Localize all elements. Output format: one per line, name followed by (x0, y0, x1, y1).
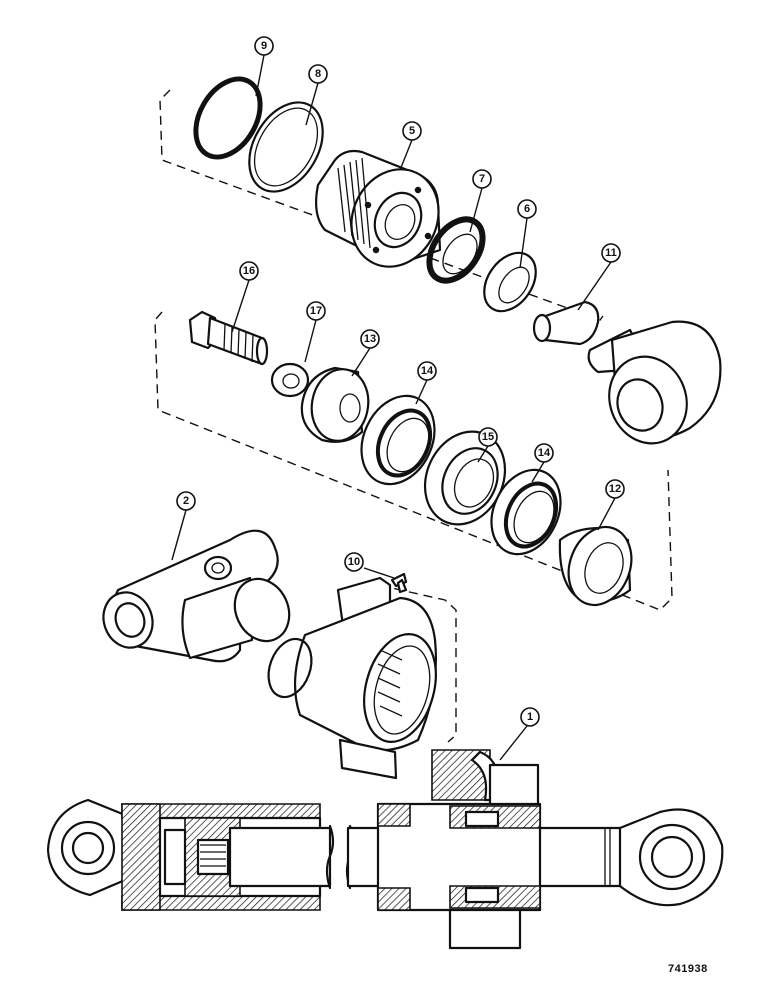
part-12-cup (558, 525, 633, 607)
svg-text:17: 17 (310, 305, 322, 317)
callout-9: 9 (254, 36, 274, 56)
callout-14-upper: 14 (417, 361, 437, 381)
svg-text:11: 11 (605, 247, 617, 259)
part-16-bolt (188, 310, 269, 366)
part-10-set-screw (390, 572, 408, 594)
part-8-backup-ring (248, 101, 324, 193)
callout-11: 11 (601, 243, 621, 263)
dashed-group-outline-middle (154, 311, 673, 611)
svg-text:12: 12 (609, 483, 621, 495)
svg-text:2: 2 (183, 495, 189, 507)
callout-2: 2 (176, 491, 196, 511)
dashed-group-outline-upper (159, 89, 604, 321)
rod-eye-end (608, 320, 722, 445)
svg-text:16: 16 (243, 265, 255, 277)
figure-number: 741938 (668, 963, 708, 975)
svg-text:7: 7 (479, 173, 485, 185)
svg-text:13: 13 (364, 333, 376, 345)
callout-17: 17 (306, 301, 326, 321)
part-6-wiper (483, 251, 537, 313)
callout-6: 6 (517, 199, 537, 219)
svg-text:14: 14 (538, 447, 551, 459)
svg-text:15: 15 (482, 431, 494, 443)
callout-1: 1 (520, 707, 540, 727)
barrel-section (267, 576, 438, 780)
svg-text:8: 8 (315, 68, 321, 80)
callout-8: 8 (308, 64, 328, 84)
callout-7: 7 (472, 169, 492, 189)
callout-15: 15 (478, 427, 498, 447)
svg-text:6: 6 (524, 203, 530, 215)
svg-text:5: 5 (409, 125, 415, 137)
callout-10: 10 (344, 552, 364, 572)
part-15-piston (423, 430, 507, 526)
callout-16: 16 (239, 261, 259, 281)
assembled-cylinder-section (46, 749, 724, 950)
part-5-gland (315, 149, 442, 268)
dashed-group-outline-lower (364, 581, 457, 743)
svg-text:1: 1 (527, 711, 533, 723)
part-2-barrel-tee (102, 529, 291, 663)
callout-13: 13 (360, 329, 380, 349)
callout-12: 12 (605, 479, 625, 499)
part-14-piston-ring-upper (360, 394, 436, 486)
leader-lines (171, 54, 616, 761)
part-7-seal (426, 216, 486, 284)
callout-5: 5 (402, 121, 422, 141)
part-17-washer (270, 362, 310, 398)
part-13-spacer (300, 366, 370, 443)
part-9-o-ring (193, 76, 263, 160)
part-14-piston-ring-lower (490, 468, 562, 556)
svg-text:9: 9 (261, 40, 267, 52)
callout-14-lower: 14 (534, 443, 554, 463)
svg-text:10: 10 (348, 556, 360, 568)
svg-text:14: 14 (421, 365, 434, 377)
